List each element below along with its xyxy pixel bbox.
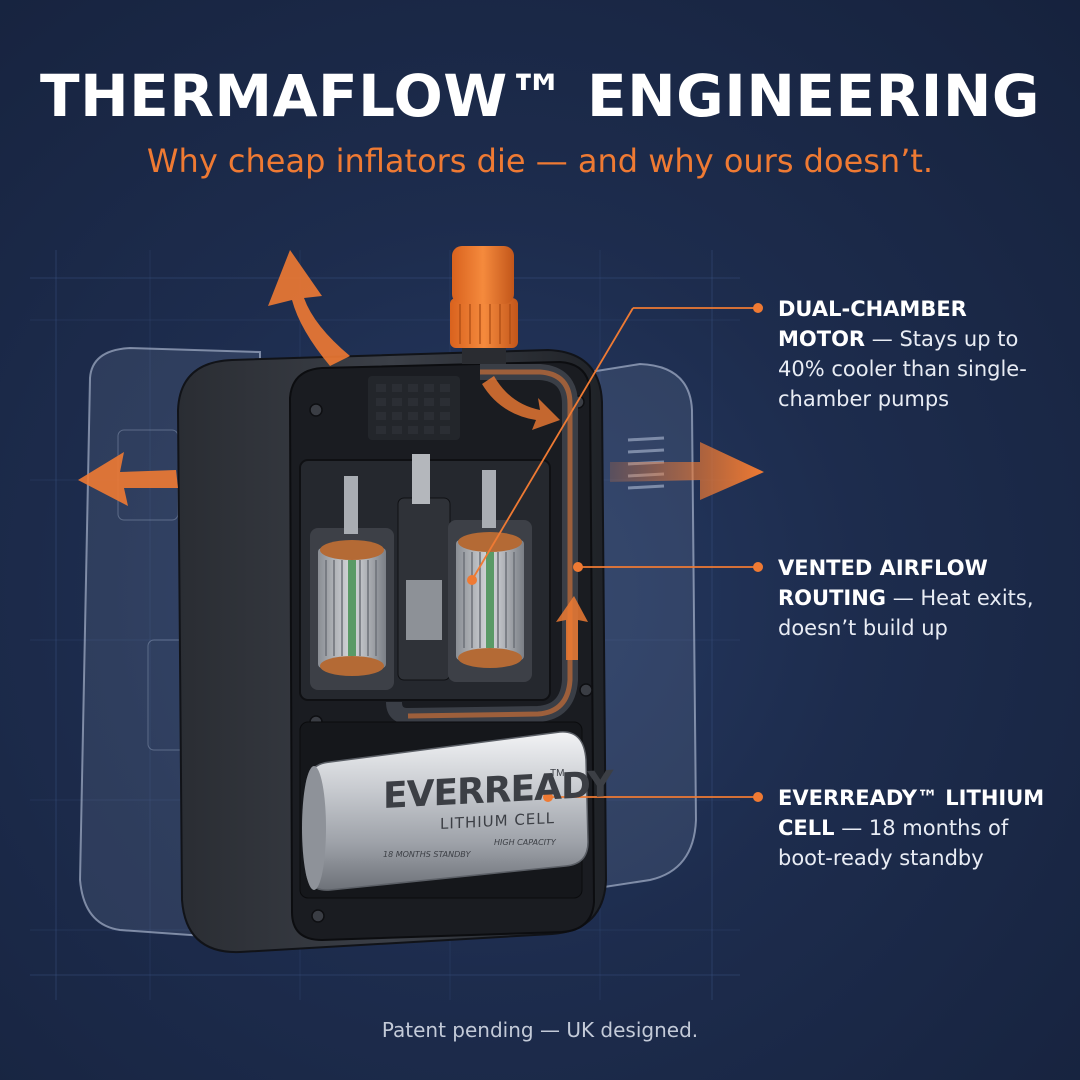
callout-vented-airflow: VENTED AIRFLOW ROUTING — Heat exits, doe… (778, 553, 1058, 643)
callout-dual-chamber-motor: DUAL-CHAMBER MOTOR — Stays up to 40% coo… (778, 294, 1058, 414)
callout-heading: VENTED AIRFLOW ROUTING (778, 556, 988, 610)
battery-trademark: TM (550, 768, 565, 779)
leader-line-motor (471, 307, 634, 581)
battery-capacity-note: HIGH CAPACITY (494, 838, 556, 847)
footer-note: Patent pending — UK designed. (381, 1018, 699, 1042)
heat-exhaust-arrows (78, 250, 764, 660)
callout-body: — 18 months of boot-ready standby (778, 816, 1009, 870)
heat-arrow-internal-up (556, 596, 588, 660)
callout-heading: EVERREADY™ LITHIUM CELL (778, 786, 1045, 840)
dual-chamber-motor (299, 454, 551, 701)
callout-body: — Stays up to 40% cooler than single-cha… (778, 327, 1027, 411)
heat-arrow-top-left (268, 250, 350, 366)
right-transparent-panel (588, 362, 698, 890)
callout-body: — Heat exits, doesn’t build up (778, 586, 1034, 640)
airflow-channel-glow (407, 369, 573, 719)
orange-nozzle-cap (450, 246, 518, 364)
lithium-battery-cell (299, 721, 589, 899)
heat-arrow-right (610, 442, 764, 500)
heat-arrow-internal-top (482, 376, 560, 430)
callout-leader-lines (471, 307, 758, 798)
callout-heading: DUAL-CHAMBER MOTOR (778, 297, 967, 351)
callout-dots (467, 303, 763, 802)
top-vent-grid (368, 376, 460, 440)
heat-arrow-left (78, 452, 178, 506)
callout-lithium-cell: EVERREADY™ LITHIUM CELL — 18 months of b… (778, 783, 1058, 873)
page-subtitle: Why cheap inflators die — and why ours d… (146, 142, 934, 180)
battery-standby-note: 18 MONTHS STANDBY (383, 850, 471, 859)
page-title: THERMAFLOW™ ENGINEERING (40, 62, 1040, 130)
